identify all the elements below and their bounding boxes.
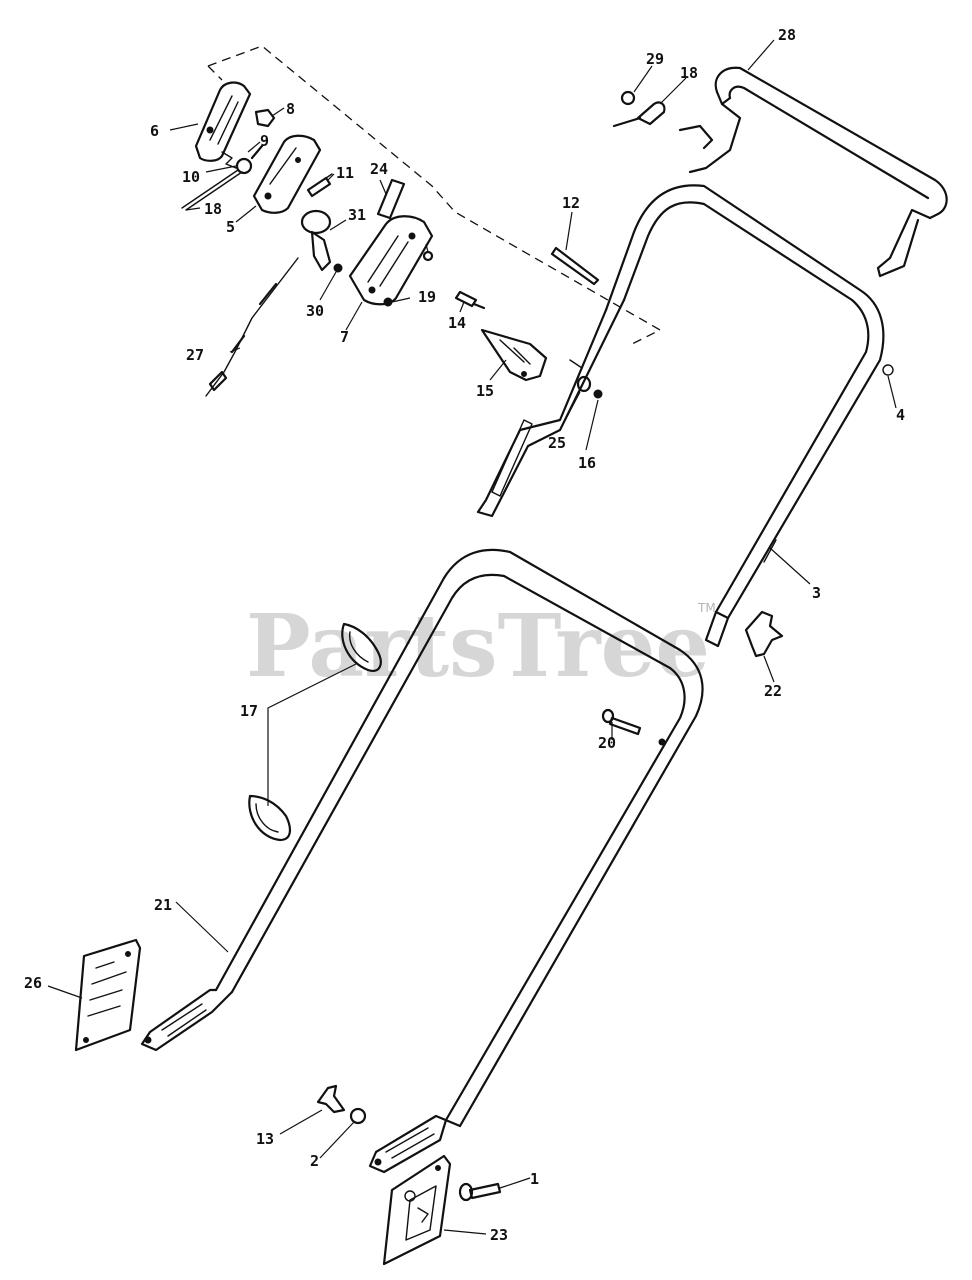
callout-9: 9	[260, 132, 269, 150]
part-27-cable	[205, 257, 299, 397]
part-6-control-housing	[194, 81, 252, 162]
part-3-upper-handle	[604, 184, 885, 648]
callout-16: 16	[578, 454, 596, 472]
part-14-bolt	[454, 290, 486, 310]
part-15-bracket	[480, 328, 548, 382]
callout-24: 24	[370, 160, 388, 178]
callout-12: 12	[562, 194, 580, 212]
part-11-screw	[306, 173, 333, 198]
part-24-spacer	[376, 178, 406, 220]
part-25-washer	[576, 375, 592, 393]
callout-27: 27	[186, 346, 204, 364]
part-26-plate	[74, 938, 142, 1052]
callout-2: 2	[310, 1152, 319, 1170]
callout-5: 5	[226, 218, 235, 236]
callout-22: 22	[764, 682, 782, 700]
callout-17: 17	[240, 702, 258, 720]
callout-15: 15	[476, 382, 494, 400]
part-1-carriage-bolt	[458, 1182, 502, 1202]
part-18-key	[612, 101, 714, 150]
part-30-washer	[333, 263, 343, 273]
callout-1: 1	[530, 1170, 539, 1188]
callout-26: 26	[24, 974, 42, 992]
watermark: PartsTree	[246, 596, 710, 697]
callout-10: 10	[182, 168, 200, 186]
watermark-trademark: TM	[697, 601, 716, 615]
callout-3: 3	[812, 584, 821, 602]
part-21-lower-handle	[140, 548, 704, 1174]
part-17-cable-clip	[248, 622, 382, 842]
callout-labels: 28 29 18 6 8 9 10 18 5 11 24 31 30 7 19 …	[24, 26, 905, 1244]
part-29-nut	[620, 90, 636, 106]
part-31-knob	[300, 209, 332, 272]
leader-lines	[47, 39, 897, 1235]
part-28-upper-grip	[688, 66, 948, 278]
part-7-control-cover	[348, 215, 434, 306]
part-16-nut	[593, 389, 603, 399]
part-9-spring	[221, 144, 264, 175]
callout-30: 30	[306, 302, 324, 320]
callout-11: 11	[336, 164, 354, 182]
exploded-view-dashed-outline	[207, 45, 662, 347]
callout-18-upper: 18	[680, 64, 698, 82]
callout-29: 29	[646, 50, 664, 68]
callout-20: 20	[598, 734, 616, 752]
part-8-nut	[254, 108, 276, 128]
callout-23: 23	[490, 1226, 508, 1244]
callout-31: 31	[348, 206, 366, 224]
callout-18-left: 18	[204, 200, 222, 218]
upper-handle-left-arm	[476, 298, 626, 518]
part-20-bolt	[601, 708, 642, 736]
part-2-ring	[349, 1107, 367, 1125]
part-12-bolt	[550, 246, 600, 286]
callout-28: 28	[778, 26, 796, 44]
callout-13: 13	[256, 1130, 274, 1148]
part-4-washer	[882, 364, 894, 376]
callout-8: 8	[286, 100, 295, 118]
part-22-wing-knob	[744, 610, 784, 658]
part-5-control-bracket	[252, 134, 322, 214]
callout-21: 21	[154, 896, 172, 914]
callout-19: 19	[418, 288, 436, 306]
part-18-control-wire	[181, 169, 243, 211]
callout-6: 6	[150, 122, 159, 140]
part-13-latch	[316, 1084, 346, 1114]
part-23-plate	[382, 1154, 452, 1266]
callout-25: 25	[548, 434, 566, 452]
callout-4: 4	[896, 406, 905, 424]
callout-7: 7	[340, 328, 349, 346]
callout-14: 14	[448, 314, 466, 332]
